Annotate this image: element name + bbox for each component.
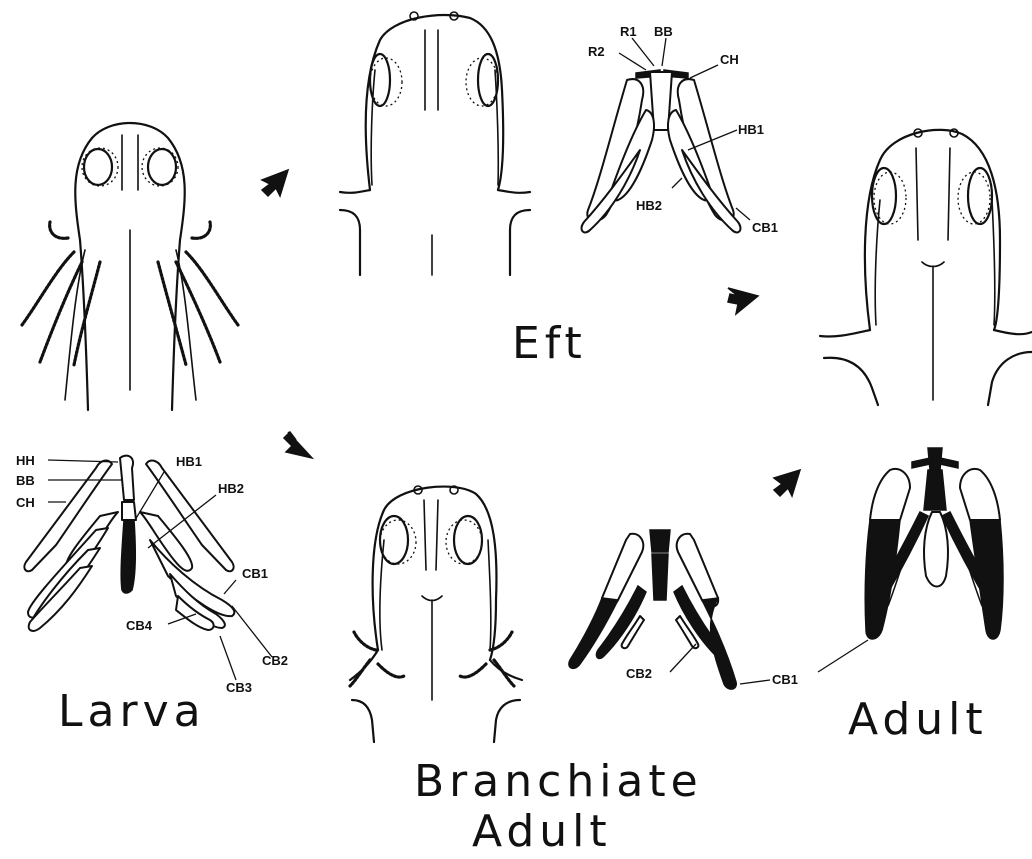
- eft-label-hb2: HB2: [636, 198, 662, 213]
- larva-right-eye: [148, 149, 176, 185]
- larva-label-cb2: CB2: [262, 653, 288, 668]
- eft-label-r1: R1: [620, 24, 637, 39]
- larva-label-hb2: HB2: [218, 481, 244, 496]
- arrow-larva-to-eft: [262, 170, 288, 196]
- arrow-eft-to-adult: [728, 288, 758, 314]
- stage-title-adult: Adult: [848, 698, 988, 742]
- larva-label-cb3: CB3: [226, 680, 252, 695]
- eft-label-r2: R2: [588, 44, 605, 59]
- shared-label-cb1: CB1: [772, 672, 798, 687]
- larva-label-cb1: CB1: [242, 566, 268, 581]
- stage-title-branchiate-adult-line1: Branchiate: [414, 760, 703, 804]
- arrow-branchiate-to-adult: [774, 470, 800, 496]
- eft-hyobranchial-skeleton: R2 R1 BB CH HB1 HB2 CB1: [582, 24, 779, 235]
- stage-title-eft: Eft: [512, 322, 587, 366]
- larva-label-hb1: HB1: [176, 454, 202, 469]
- larva-hyobranchial-skeleton: HH BB CH HB1 HB2 CB1 CB4 CB2 CB3: [16, 453, 288, 695]
- eft-label-hb1: HB1: [738, 122, 764, 137]
- larva-label-bb: BB: [16, 473, 35, 488]
- larva-head: [22, 123, 238, 410]
- eft-label-bb: BB: [654, 24, 673, 39]
- stage-title-larva: Larva: [58, 690, 206, 734]
- arrow-larva-to-branchiate: [284, 432, 312, 458]
- branchiate-adult-head: [350, 486, 522, 742]
- eft-head: [340, 12, 530, 275]
- branchiate-hyobranchial-skeleton: CB2 CB1: [569, 530, 868, 689]
- eft-label-ch: CH: [720, 52, 739, 67]
- adult-head: [820, 129, 1032, 405]
- larva-label-cb4: CB4: [126, 618, 153, 633]
- stage-title-branchiate-adult-line2: Adult: [472, 810, 612, 854]
- eft-label-cb1: CB1: [752, 220, 778, 235]
- branchiate-label-cb2: CB2: [626, 666, 652, 681]
- larva-left-eye: [84, 149, 112, 185]
- adult-hyobranchial-skeleton: [865, 448, 1003, 639]
- larva-label-hh: HH: [16, 453, 35, 468]
- larva-label-ch: CH: [16, 495, 35, 510]
